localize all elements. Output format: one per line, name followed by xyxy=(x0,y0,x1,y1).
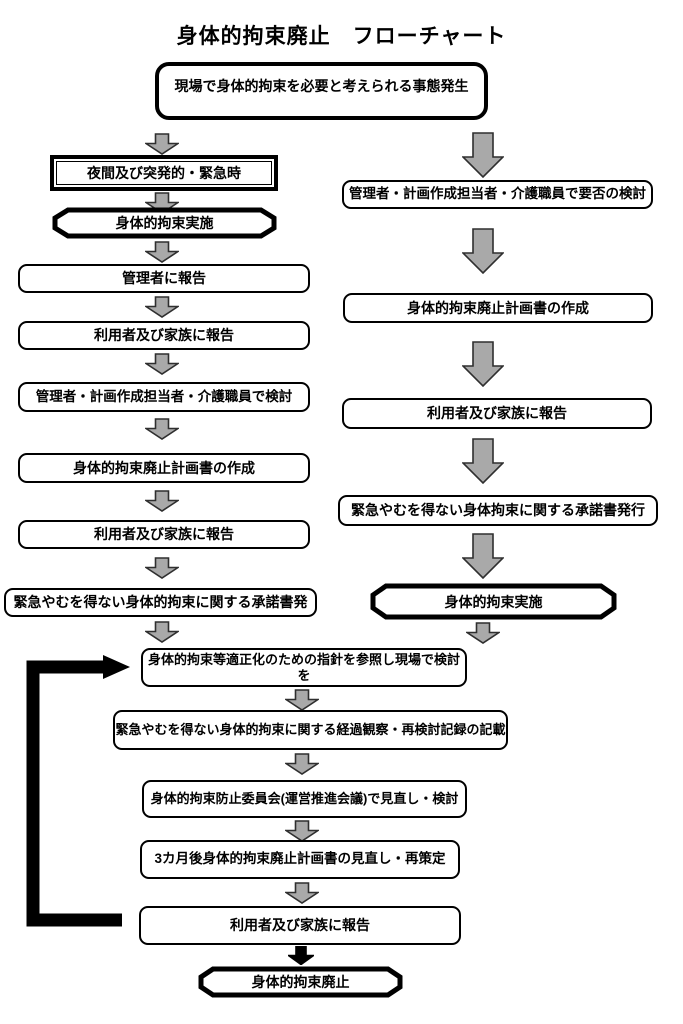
node-guideline-review: 身体的拘束等適正化のための指針を参照し現場で検討を xyxy=(141,648,467,687)
arrow-down-icon xyxy=(462,228,504,274)
arrow-down-icon xyxy=(285,882,319,904)
flowchart-title: 身体的拘束廃止 フローチャート xyxy=(176,25,507,48)
node-progress-record: 緊急やむを得ない身体的拘束に関する経過観察・再検討記録の記載 xyxy=(113,710,508,750)
octagon-shape xyxy=(198,966,403,998)
node-replan-3months: 3カ月後身体的拘束廃止計画書の見直し・再策定 xyxy=(140,840,460,879)
arrow-down-icon xyxy=(462,341,504,387)
arrow-down-icon xyxy=(462,438,504,484)
node-start: 現場で身体的拘束を必要と考えられる事態発生 xyxy=(155,62,488,120)
octagon-shape xyxy=(370,583,617,620)
arrow-down-icon xyxy=(145,241,179,263)
octagon-shape xyxy=(52,207,277,239)
arrow-down-icon xyxy=(466,622,500,644)
node-consent-issue-right: 緊急やむを得ない身体拘束に関する承諾書発行 xyxy=(338,495,658,526)
arrow-down-icon xyxy=(285,753,319,775)
node-report-manager: 管理者に報告 xyxy=(18,264,310,293)
arrow-down-icon xyxy=(462,533,504,579)
feedback-loop-arrow-icon xyxy=(26,655,130,927)
node-committee-review: 身体的拘束防止委員会(運営推進会議)で見直し・検討 xyxy=(142,780,467,818)
arrow-down-icon xyxy=(145,133,179,155)
node-staff-review: 管理者・計画作成担当者・介護職員で検討 xyxy=(18,382,310,412)
node-report-family-1: 利用者及び家族に報告 xyxy=(18,321,310,350)
node-label: 身体的拘束実施 xyxy=(115,215,214,231)
arrow-down-icon xyxy=(285,689,319,711)
node-restraint-exec-left: 身体的拘束実施 xyxy=(52,207,277,239)
arrow-down-icon xyxy=(462,132,504,178)
arrow-down-icon xyxy=(145,490,179,512)
node-necessity-review: 管理者・計画作成担当者・介護職員で要否の検討 xyxy=(342,180,653,209)
node-consent-issue-left: 緊急やむを得ない身体的拘束に関する承諾書発 xyxy=(4,588,317,617)
arrow-down-icon xyxy=(145,353,179,375)
node-label: 身体的拘束廃止 xyxy=(251,974,350,990)
node-report-family-final: 利用者及び家族に報告 xyxy=(139,906,461,945)
arrow-down-icon xyxy=(145,296,179,318)
node-report-family-right: 利用者及び家族に報告 xyxy=(342,398,652,429)
node-label: 身体的拘束実施 xyxy=(444,593,543,610)
arrow-down-icon xyxy=(145,621,179,643)
node-create-plan-left: 身体的拘束廃止計画書の作成 xyxy=(18,453,310,483)
node-emergency-time: 夜間及び突発的・緊急時 xyxy=(50,155,278,191)
arrow-down-icon xyxy=(145,418,179,440)
arrow-down-icon xyxy=(145,557,179,579)
black-arrow-down-icon xyxy=(288,946,314,965)
node-restraint-exec-right: 身体的拘束実施 xyxy=(370,583,617,620)
node-end: 身体的拘束廃止 xyxy=(198,966,403,998)
node-report-family-2: 利用者及び家族に報告 xyxy=(18,520,310,549)
arrow-down-icon xyxy=(285,820,319,842)
node-create-plan-right: 身体的拘束廃止計画書の作成 xyxy=(343,293,653,323)
